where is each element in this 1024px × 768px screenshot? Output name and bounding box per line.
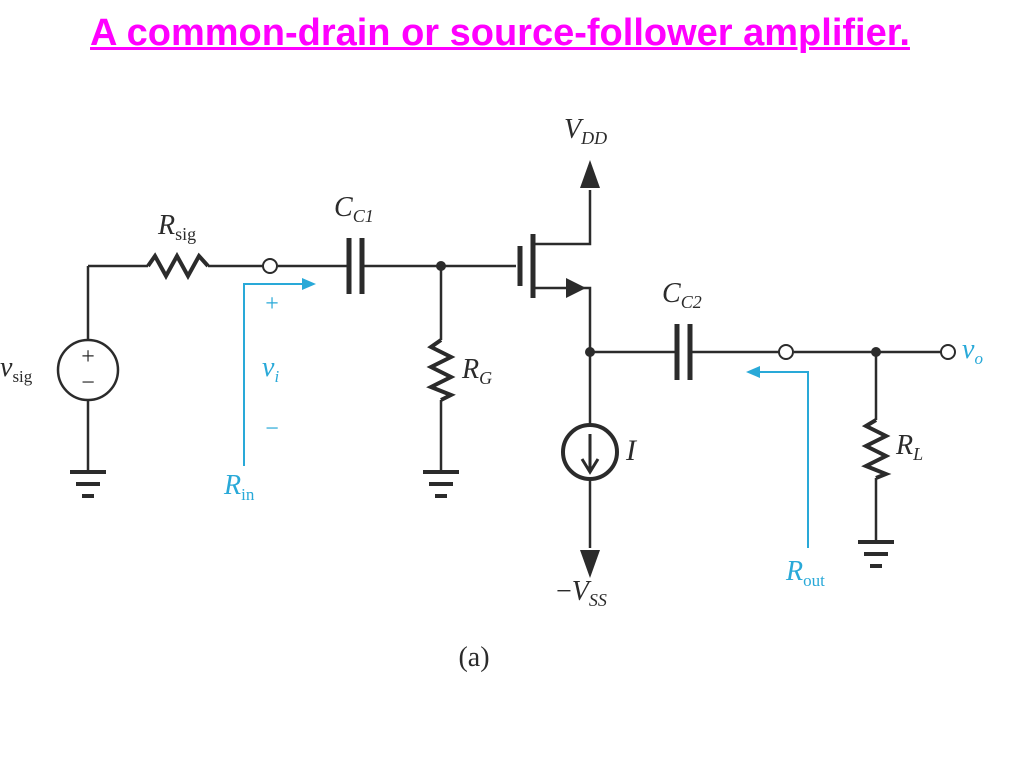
figure-caption: (a) <box>458 642 489 673</box>
vo-terminal <box>940 344 956 360</box>
rin-arrow <box>243 283 306 466</box>
rout-terminal <box>778 344 794 360</box>
signal-source-icon <box>56 338 120 402</box>
gate-junction <box>436 261 446 271</box>
rl-label: RL <box>895 430 923 464</box>
page-title: A common-drain or source-follower amplif… <box>90 12 910 54</box>
ground-rl-icon <box>858 540 894 568</box>
ground-rg-icon <box>423 470 459 498</box>
circuit-wires <box>86 190 941 548</box>
current-label: I <box>625 434 638 467</box>
mosfet-source <box>533 286 592 466</box>
rl-resistor <box>861 418 892 480</box>
vdd-label: VDD <box>564 114 607 148</box>
cc1-label: CC1 <box>334 192 374 226</box>
vss-label: −VSS <box>556 576 607 610</box>
vi-plus-sign: + <box>265 291 279 317</box>
mosfet-source-arrow-icon <box>566 278 586 298</box>
vi-minus-sign: − <box>265 416 279 442</box>
ground-source-icon <box>70 470 106 498</box>
vdd-arrow-icon <box>580 160 600 188</box>
rin-arrow-icon <box>302 278 316 290</box>
current-arrow-icon <box>580 434 600 475</box>
vi-label: vi <box>262 352 279 386</box>
terminals <box>262 258 956 360</box>
ground-icons <box>70 470 894 568</box>
rout-arrow <box>756 371 809 548</box>
vo-label: vo <box>962 334 983 368</box>
rsig-resistor <box>146 251 210 281</box>
rg-label: RG <box>461 354 492 388</box>
cc1-capacitor <box>346 238 365 294</box>
annotation-lines <box>243 283 809 548</box>
annotation-arrowheads <box>302 278 760 378</box>
cc2-capacitor <box>674 324 693 380</box>
output-junction <box>585 347 595 357</box>
rg-resistor <box>426 338 456 402</box>
rsig-label: Rsig <box>157 210 196 244</box>
source-plus-sign: + <box>81 344 95 370</box>
rout-arrow-icon <box>746 366 760 378</box>
rout-label: Rout <box>785 556 825 590</box>
rin-label: Rin <box>223 470 255 504</box>
load-junction <box>871 347 881 357</box>
arrowheads <box>436 160 881 578</box>
vsig-label: vsig <box>0 352 33 386</box>
cc2-label: CC2 <box>662 278 702 312</box>
vss-arrow-icon <box>580 550 600 578</box>
input-terminal <box>262 258 278 274</box>
mosfet-drain <box>533 190 592 246</box>
source-minus-sign: − <box>81 370 95 396</box>
